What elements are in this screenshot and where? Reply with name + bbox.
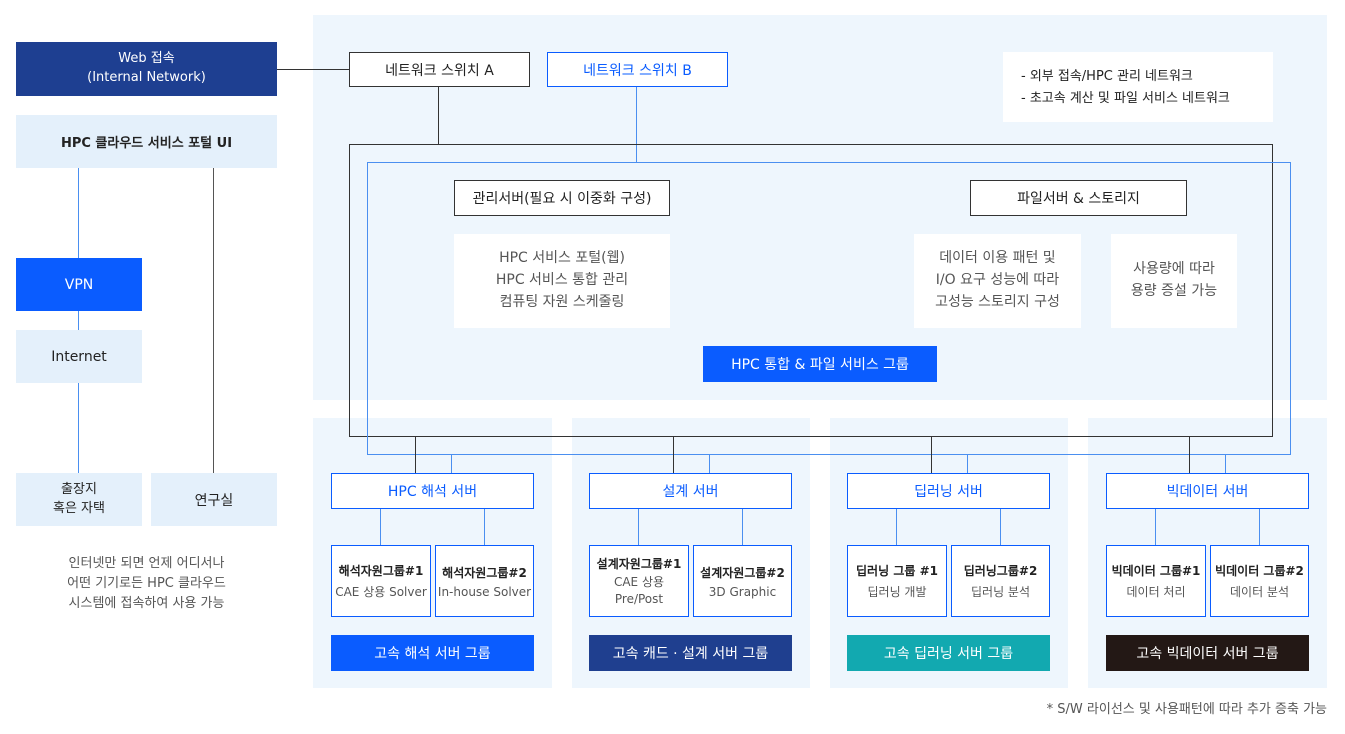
legend-high-speed-network: - 초고속 계산 및 파일 서비스 네트워크 bbox=[1021, 91, 1230, 106]
resource-group-desc: CAE 상용 Solver bbox=[335, 585, 427, 599]
design-group-footer: 고속 캐드 · 설계 서버 그룹 bbox=[589, 635, 792, 671]
resource-group-desc: 데이터 처리 bbox=[1126, 585, 1186, 599]
business-trip-box: 출장지 혹은 자택 bbox=[16, 473, 142, 526]
line-design-r1 bbox=[638, 509, 639, 545]
hpc-group-footer: 고속 해석 서버 그룹 bbox=[331, 635, 534, 671]
resource-group-title: 설계자원그룹#1 bbox=[596, 556, 682, 571]
resource-group-title: 해석자원그룹#2 bbox=[442, 565, 527, 580]
portal-ui-box[interactable]: HPC 클라우드 서비스 포털 UI bbox=[16, 115, 277, 168]
design-resource-group-1[interactable]: 설계자원그룹#1 CAE 상용 Pre/Post bbox=[589, 545, 689, 617]
resource-group-desc: 데이터 분석 bbox=[1229, 585, 1289, 599]
access-caption: 인터넷만 되면 언제 어디서나 어떤 기기로든 HPC 클라우드 시스템에 접속… bbox=[67, 555, 226, 612]
deeplearning-resource-group-2[interactable]: 딥러닝그룹#2 딥러닝 분석 bbox=[951, 545, 1050, 617]
vpn-box[interactable]: VPN bbox=[16, 258, 142, 311]
file-server-desc-performance: 데이터 이용 패턴 및 I/O 요구 성능에 따라 고성능 스토리지 구성 bbox=[914, 234, 1081, 328]
resource-group-desc: 딥러닝 개발 bbox=[867, 585, 927, 599]
resource-group-title: 빅데이터 그룹#1 bbox=[1111, 564, 1201, 578]
line-vpn-internet bbox=[78, 311, 79, 330]
lab-box: 연구실 bbox=[151, 473, 277, 526]
bigdata-resource-group-1[interactable]: 빅데이터 그룹#1 데이터 처리 bbox=[1106, 545, 1206, 617]
line-portal-lab bbox=[213, 168, 214, 473]
line-bd-blue bbox=[1225, 455, 1226, 473]
line-design-blue bbox=[709, 455, 710, 473]
hpc-resource-group-1[interactable]: 해석자원그룹#1 CAE 상용 Solver bbox=[331, 545, 431, 617]
resource-group-title: 딥러닝 그룹 #1 bbox=[856, 564, 938, 578]
line-dl-dark bbox=[931, 437, 932, 473]
network-legend: - 외부 접속/HPC 관리 네트워크 - 초고속 계산 및 파일 서비스 네트… bbox=[1003, 52, 1273, 122]
deeplearning-resource-group-1[interactable]: 딥러닝 그룹 #1 딥러닝 개발 bbox=[847, 545, 947, 617]
resource-group-desc: In-house Solver bbox=[437, 584, 532, 599]
resource-group-title: 해석자원그룹#1 bbox=[338, 564, 424, 578]
web-access-box[interactable]: Web 접속 (Internal Network) bbox=[16, 42, 277, 96]
deeplearning-server-box[interactable]: 딥러닝 서버 bbox=[847, 473, 1050, 509]
line-bd-r2 bbox=[1259, 509, 1260, 545]
management-network-frame bbox=[349, 144, 1273, 437]
resource-group-desc: 딥러닝 분석 bbox=[970, 585, 1030, 599]
line-dl-r2 bbox=[1000, 509, 1001, 545]
line-switch-b-down bbox=[636, 87, 637, 162]
integrated-service-group-label: HPC 통합 & 파일 서비스 그룹 bbox=[703, 346, 937, 382]
line-dl-blue bbox=[967, 455, 968, 473]
hpc-analysis-server-box[interactable]: HPC 해석 서버 bbox=[331, 473, 534, 509]
resource-group-desc: 3D Graphic bbox=[708, 584, 777, 599]
file-server-desc-capacity: 사용량에 따라 용량 증설 가능 bbox=[1111, 234, 1237, 328]
file-server-box[interactable]: 파일서버 & 스토리지 bbox=[970, 180, 1187, 216]
bigdata-group-footer: 고속 빅데이터 서버 그룹 bbox=[1106, 635, 1309, 671]
design-server-box[interactable]: 설계 서버 bbox=[589, 473, 792, 509]
deeplearning-group-footer: 고속 딥러닝 서버 그룹 bbox=[847, 635, 1050, 671]
line-design-r2 bbox=[742, 509, 743, 545]
legend-management-network: - 외부 접속/HPC 관리 네트워크 bbox=[1021, 69, 1193, 84]
internet-box[interactable]: Internet bbox=[16, 330, 142, 383]
line-hpc-r1 bbox=[380, 509, 381, 545]
line-hpc-blue bbox=[451, 455, 452, 473]
resource-group-title: 설계자원그룹#2 bbox=[700, 565, 785, 580]
hpc-resource-group-2[interactable]: 해석자원그룹#2 In-house Solver bbox=[435, 545, 534, 617]
line-bd-r1 bbox=[1155, 509, 1156, 545]
line-design-dark bbox=[673, 437, 674, 473]
line-dl-r1 bbox=[896, 509, 897, 545]
line-switch-a-down bbox=[438, 87, 439, 144]
management-server-desc: HPC 서비스 포털(웹) HPC 서비스 통합 관리 컴퓨팅 자원 스케줄링 bbox=[454, 234, 670, 328]
line-hpc-r2 bbox=[484, 509, 485, 545]
footnote: * S/W 라이선스 및 사용패턴에 따라 추가 증축 가능 bbox=[1046, 702, 1327, 717]
management-server-box[interactable]: 관리서버(필요 시 이중화 구성) bbox=[454, 180, 670, 216]
network-switch-a[interactable]: 네트워크 스위치 A bbox=[349, 52, 530, 87]
bigdata-server-box[interactable]: 빅데이터 서버 bbox=[1106, 473, 1309, 509]
line-internet-trip bbox=[78, 383, 79, 473]
network-switch-b[interactable]: 네트워크 스위치 B bbox=[547, 52, 728, 87]
line-portal-vpn bbox=[78, 168, 79, 258]
line-bd-dark bbox=[1189, 437, 1190, 473]
line-web-switch-a bbox=[277, 69, 349, 70]
design-resource-group-2[interactable]: 설계자원그룹#2 3D Graphic bbox=[693, 545, 792, 617]
resource-group-title: 딥러닝그룹#2 bbox=[963, 564, 1038, 578]
high-speed-network-frame bbox=[367, 162, 1291, 455]
resource-group-title: 빅데이터 그룹#2 bbox=[1215, 564, 1304, 578]
resource-group-desc: CAE 상용 Pre/Post bbox=[613, 574, 665, 606]
line-hpc-dark bbox=[415, 437, 416, 473]
bigdata-resource-group-2[interactable]: 빅데이터 그룹#2 데이터 분석 bbox=[1210, 545, 1309, 617]
